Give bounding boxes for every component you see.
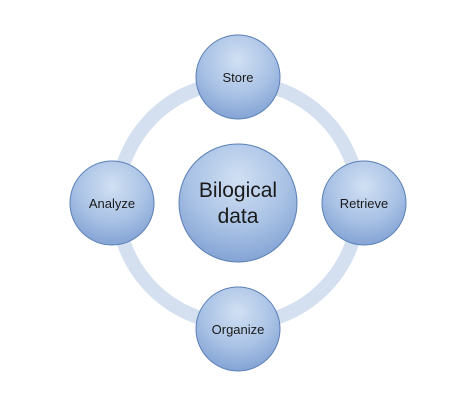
node-retrieve-label: Retrieve <box>340 196 388 211</box>
node-store-label: Store <box>222 70 253 85</box>
node-store: Store <box>195 34 281 120</box>
center-label-line2: data <box>218 205 259 228</box>
node-analyze: Analyze <box>69 160 155 246</box>
node-analyze-label: Analyze <box>89 196 135 211</box>
node-organize: Organize <box>195 286 281 372</box>
node-retrieve: Retrieve <box>321 160 407 246</box>
node-organize-label: Organize <box>212 322 265 337</box>
center-node: Bilogical data <box>178 143 298 263</box>
center-label-line1: Bilogical <box>199 179 277 202</box>
